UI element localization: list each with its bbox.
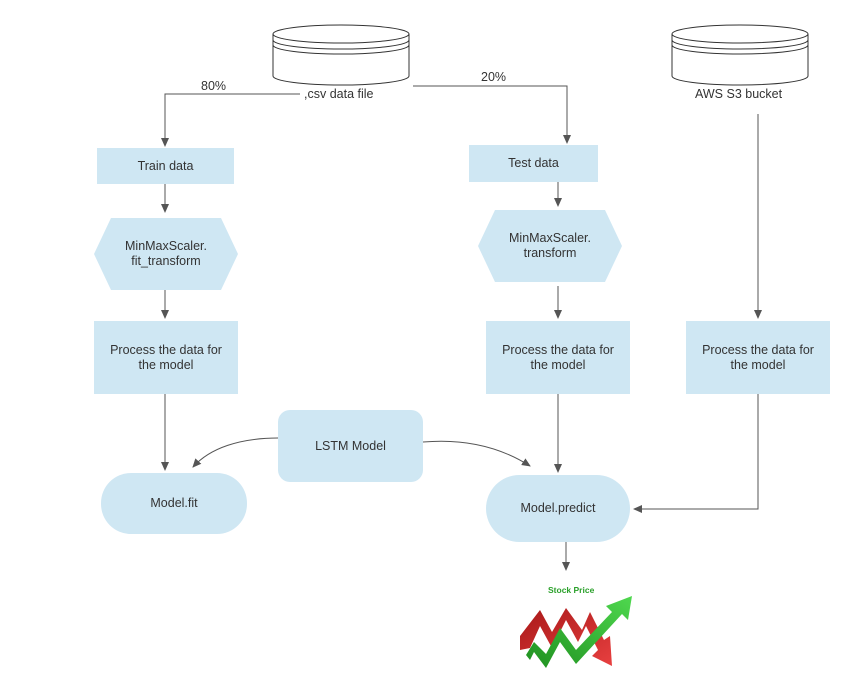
fit-transform-label: MinMaxScaler. fit_transform (125, 239, 207, 268)
train-data-label: Train data (137, 158, 194, 173)
train-split-percent: 80% (201, 79, 227, 93)
train-process-label: Process the data for the model (110, 342, 222, 372)
s3-database-icon (671, 24, 809, 86)
lstm-to-predict-connector (422, 440, 531, 467)
fit-transform-hexagon (94, 218, 238, 290)
lstm-model-box: LSTM Model (278, 410, 423, 482)
train-split-connector (161, 93, 300, 147)
s3-process-label: Process the data for the model (702, 342, 814, 372)
model-predict-label: Model.predict (520, 501, 596, 515)
train-process-box: Process the data for the model (94, 321, 238, 394)
csv-database-icon (272, 24, 410, 86)
stock-price-chart-icon (520, 596, 632, 668)
test-data-box: Test data (469, 145, 598, 182)
stock-price-label: Stock Price (548, 585, 595, 595)
s3-process-to-predict-connector (633, 394, 759, 513)
fit-transform-node: MinMaxScaler. fit_transform (94, 218, 238, 290)
transform-label: MinMaxScaler. transform (509, 231, 591, 260)
model-predict-box: Model.predict (486, 475, 630, 542)
lstm-model-label: LSTM Model (315, 438, 386, 453)
test-process-box: Process the data for the model (486, 321, 630, 394)
test-split-percent: 20% (481, 70, 507, 84)
model-fit-label: Model.fit (150, 496, 198, 510)
model-fit-box: Model.fit (101, 473, 247, 534)
test-data-label: Test data (508, 156, 559, 170)
transform-node: MinMaxScaler. transform (478, 210, 622, 282)
s3-source-label: AWS S3 bucket (695, 87, 783, 101)
lstm-to-fit-connector (192, 437, 279, 468)
test-split-connector (413, 85, 571, 144)
s3-process-box: Process the data for the model (686, 321, 830, 394)
train-data-box: Train data (97, 148, 234, 184)
csv-source-label: ,csv data file (304, 87, 374, 101)
transform-hexagon (478, 210, 622, 282)
test-process-label: Process the data for the model (502, 342, 614, 372)
